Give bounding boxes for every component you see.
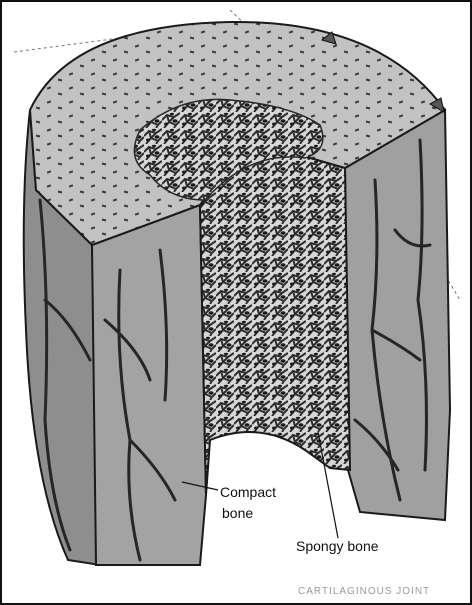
- compact-bone-face: [92, 205, 206, 565]
- spongy-bone-label: Spongy bone: [296, 538, 379, 554]
- bottom-bleed-text: CARTILAGINOUS JOINT: [298, 584, 430, 600]
- compact-bone-label: Compact: [220, 484, 276, 500]
- right-cut-face: [345, 110, 450, 520]
- compact-bone-label-line2: bone: [222, 505, 253, 521]
